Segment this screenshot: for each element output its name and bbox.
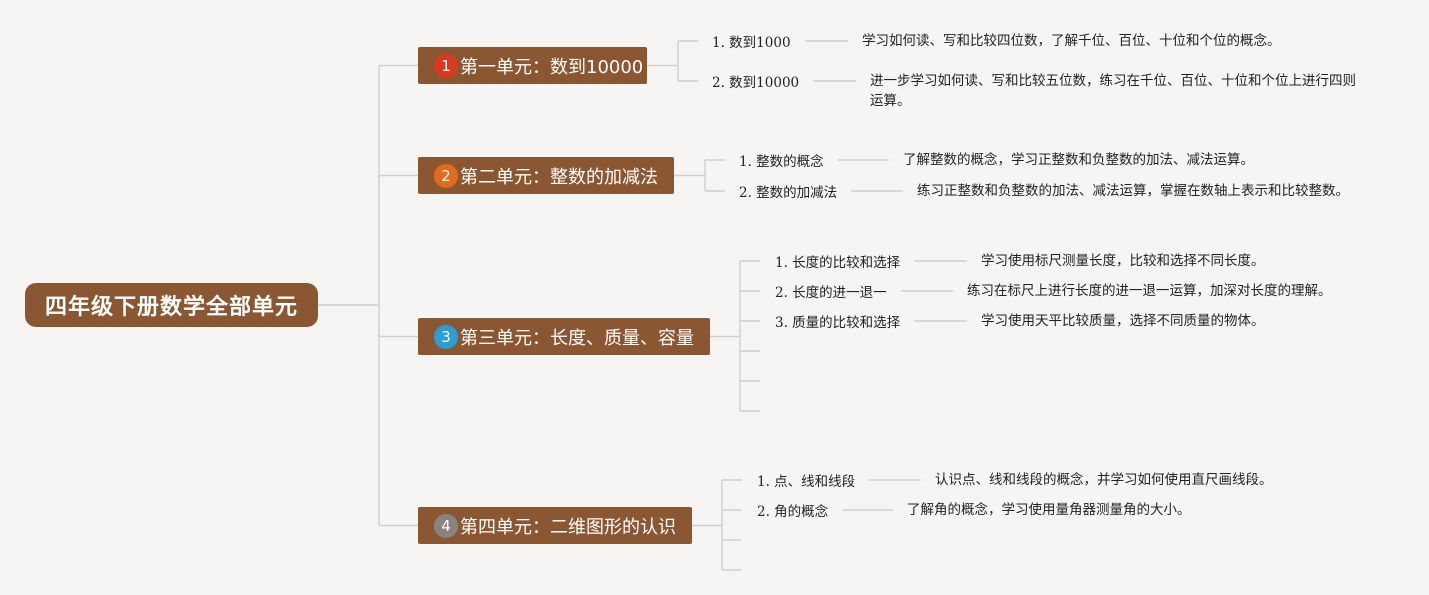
topic-label[interactable]: 2. 长度的进一退一: [775, 285, 887, 301]
unit-number-badge: 4: [434, 513, 458, 538]
topic-description: 练习正整数和负整数的加法、减法运算，掌握在数轴上表示和比较整数。: [917, 183, 1349, 199]
topic-label[interactable]: 2. 角的概念: [757, 504, 829, 520]
topic-label[interactable]: 2. 整数的加减法: [739, 185, 838, 201]
topic-label[interactable]: 3. 质量的比较和选择: [775, 315, 901, 331]
unit-number-badge: 2: [434, 163, 458, 188]
topic-label[interactable]: 1. 长度的比较和选择: [775, 255, 901, 271]
topic-label[interactable]: 1. 整数的概念: [739, 154, 824, 170]
topic-description: 认识点、线和线段的概念，并学习如何使用直尺画线段。: [935, 472, 1273, 488]
unit-title: 第二单元：整数的加减法: [460, 166, 658, 188]
root-title: 四年级下册数学全部单元: [44, 295, 298, 320]
unit-title: 第四单元：二维图形的认识: [460, 516, 676, 538]
unit-title: 第三单元：长度、质量、容量: [460, 327, 694, 349]
unit-title: 第一单元：数到10000: [460, 56, 644, 78]
unit-number-badge: 1: [434, 53, 458, 78]
topic-description: 进一步学习如何读、写和比较五位数，练习在千位、百位、十位和个位上进行四则运算。: [870, 73, 1356, 109]
topic-label[interactable]: 1. 数到1000: [712, 35, 791, 51]
topic-description: 学习如何读、写和比较四位数，了解千位、百位、十位和个位的概念。: [862, 33, 1281, 49]
topic-description: 了解整数的概念，学习正整数和负整数的加法、减法运算。: [903, 152, 1254, 168]
topic-label[interactable]: 1. 点、线和线段: [757, 474, 856, 490]
unit-number-badge: 3: [434, 324, 458, 349]
topic-description: 练习在标尺上进行长度的进一退一运算，加深对长度的理解。: [967, 283, 1332, 299]
topic-description: 学习使用天平比较质量，选择不同质量的物体。: [981, 313, 1265, 329]
root-node[interactable]: 四年级下册数学全部单元: [25, 283, 318, 327]
topic-description: 了解角的概念，学习使用量角器测量角的大小。: [907, 502, 1191, 518]
topic-description: 学习使用标尺测量长度，比较和选择不同长度。: [981, 253, 1265, 269]
topic-label[interactable]: 2. 数到10000: [712, 75, 800, 91]
